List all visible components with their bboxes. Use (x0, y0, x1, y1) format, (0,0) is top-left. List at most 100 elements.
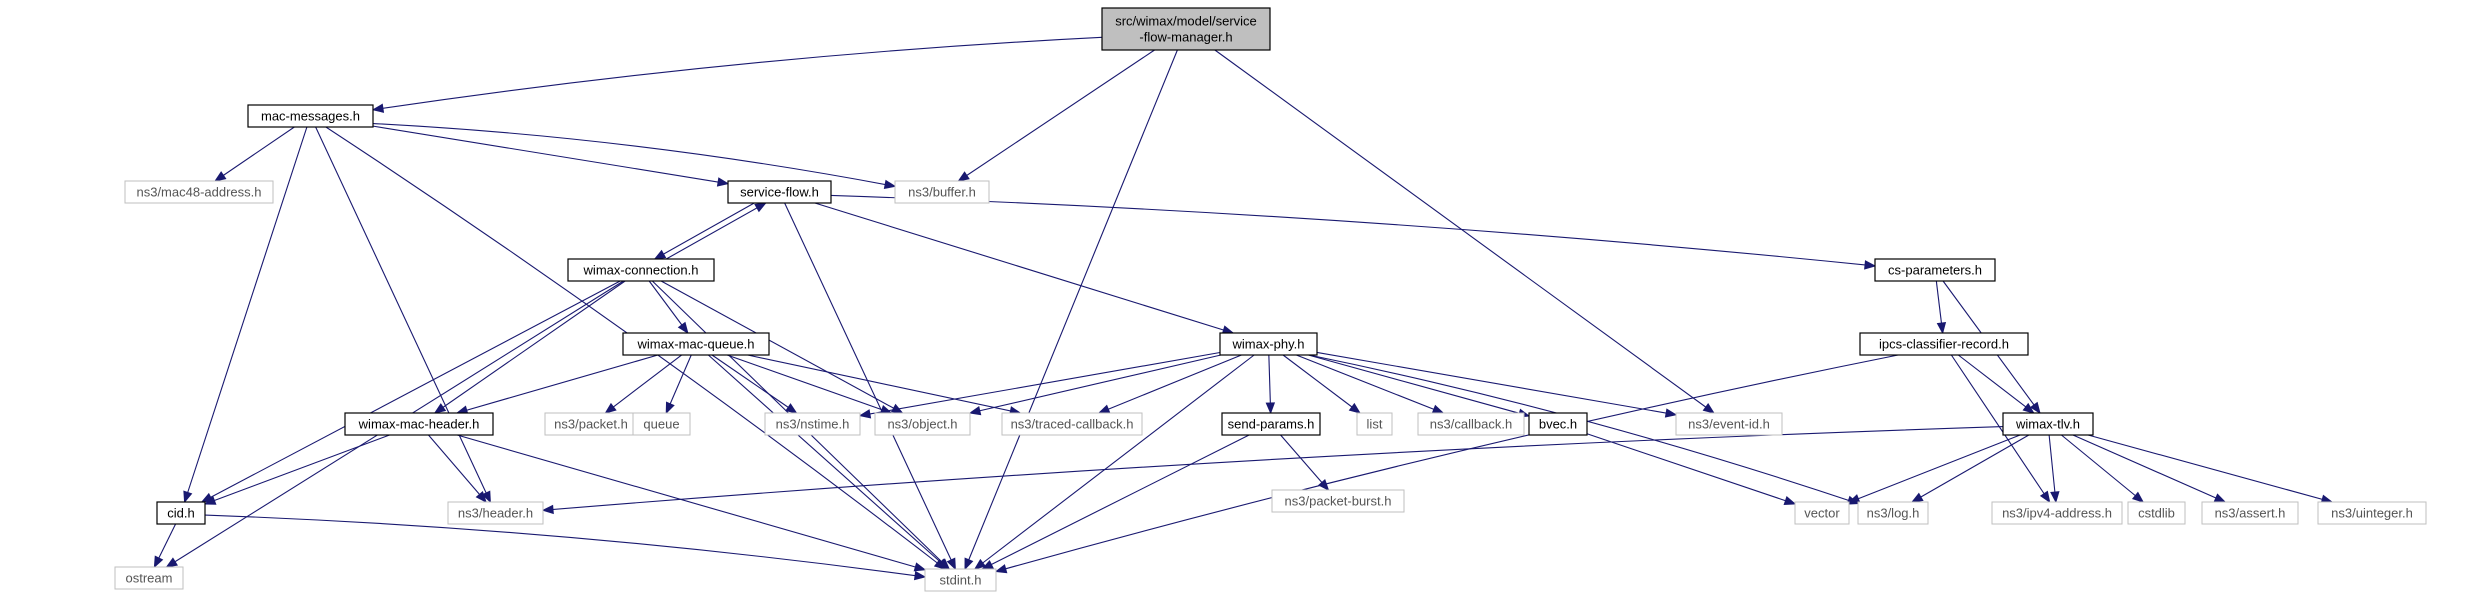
edge-wimax-tlv-to-uinteger (2087, 434, 2334, 504)
node-wimax-mac-queue[interactable]: wimax-mac-queue.h (622, 332, 770, 356)
edge-line (1296, 354, 1444, 414)
edge-arrowhead (665, 401, 675, 415)
edge-arrowhead (541, 504, 554, 515)
node-ipcs[interactable]: ipcs-classifier-record.h (1859, 332, 2029, 356)
node-cs-parameters[interactable]: cs-parameters.h (1874, 258, 1996, 282)
edge-arrowhead (677, 321, 689, 335)
edge-arrowhead (203, 495, 217, 505)
edge-wimax-phy-to-object (968, 354, 1222, 416)
edge-line (372, 125, 729, 185)
node-label: send-params.h (1228, 417, 1315, 432)
edge-service-flow-to-wimax-connection (653, 202, 755, 260)
edge-wimax-phy-to-send-params (1265, 354, 1276, 415)
node-mac-messages[interactable]: mac-messages.h (247, 104, 374, 128)
node-box (1991, 501, 2123, 525)
node-box (2201, 501, 2299, 525)
node-label: ostream (126, 571, 173, 586)
edge-wimax-mac-queue-to-traced-callback (747, 354, 1022, 416)
edge-ipcs-to-stdint (994, 354, 1899, 574)
node-box (114, 566, 184, 590)
edge-wimax-tlv-to-header (541, 426, 2004, 515)
node-label: vector (1804, 506, 1840, 521)
node-label: wimax-connection.h (583, 263, 699, 278)
edge-root-to-buffer (957, 49, 1155, 182)
edge-line (1316, 351, 1677, 416)
node-label: ns3/buffer.h (908, 185, 976, 200)
node-box (1221, 412, 1321, 436)
edge-line (711, 354, 797, 414)
node-label: stdint.h (940, 573, 982, 588)
edge-line (1280, 434, 1329, 491)
edge-line (995, 354, 1899, 573)
edge-line (969, 354, 1222, 414)
node-box (156, 501, 206, 525)
edge-service-flow-to-wimax-phy (814, 202, 1235, 335)
edge-line (434, 280, 626, 414)
edge-bvec-to-vector (1586, 433, 1797, 506)
node-box (874, 412, 971, 436)
edge-arrowhead (475, 490, 487, 504)
edge-wimax-phy-to-bvec (1308, 354, 1531, 418)
edge-send-params-to-stdint (981, 434, 1250, 570)
edge-line (830, 194, 1876, 267)
edge-arrowhead (1864, 260, 1877, 270)
node-mac48: ns3/mac48-address.h (124, 180, 274, 204)
edge-mac-messages-to-mac48 (214, 126, 295, 182)
node-wimax-mac-header[interactable]: wimax-mac-header.h (344, 412, 494, 436)
edge-arrowhead (2039, 490, 2051, 504)
edge-arrowhead (973, 558, 987, 570)
edge-arrowhead (1847, 494, 1861, 503)
node-wimax-tlv[interactable]: wimax-tlv.h (2002, 412, 2094, 436)
edge-arrowhead (913, 562, 927, 572)
node-label: cstdlib (2138, 506, 2175, 521)
edge-mac-messages-to-header (315, 126, 491, 504)
node-root[interactable]: src/wimax/model/service-flow-manager.h (1101, 7, 1271, 51)
node-cid[interactable]: cid.h (156, 501, 206, 525)
edge-arrowhead (785, 403, 798, 414)
nodes-layer: src/wimax/model/service-flow-manager.h ma… (114, 7, 2427, 592)
edge-arrowhead (604, 402, 617, 414)
edge-root-to-event-id (1214, 49, 1715, 414)
edge-arrowhead (2022, 402, 2035, 414)
edge-wimax-mac-queue-to-packet (604, 354, 682, 414)
edge-wimax-tlv-to-log (1910, 434, 2030, 503)
edge-line (660, 280, 903, 414)
node-box (632, 412, 691, 436)
edge-wimax-connection-to-wimax-mac-queue (648, 280, 689, 335)
node-send-params[interactable]: send-params.h (1221, 412, 1321, 436)
edge-line (315, 126, 491, 503)
edge-arrowhead (1783, 496, 1797, 506)
edge-ipcs-to-ipv4 (1950, 354, 2051, 504)
node-box (1219, 332, 1318, 356)
edge-line (784, 202, 956, 570)
edge-wimax-connection-to-cid (200, 280, 621, 503)
node-box (344, 412, 494, 436)
node-box (2002, 412, 2094, 436)
node-label: service-flow.h (740, 185, 819, 200)
node-box (622, 332, 770, 356)
edge-wimax-connection-to-wimax-mac-header (433, 280, 626, 414)
edge-wimax-phy-to-stdint (973, 354, 1255, 570)
edge-wimax-tlv-to-vector (1847, 434, 2021, 503)
edge-wimax-mac-queue-to-object (726, 354, 893, 414)
node-label: ns3/ipv4-address.h (2002, 506, 2112, 521)
edge-service-flow-to-cs-parameters (830, 194, 1877, 270)
node-label: ns3/traced-callback.h (1011, 417, 1134, 432)
node-service-flow[interactable]: service-flow.h (727, 180, 832, 204)
node-wimax-phy[interactable]: wimax-phy.h (1219, 332, 1318, 356)
node-wimax-connection[interactable]: wimax-connection.h (567, 258, 715, 282)
edge-wimax-mac-header-to-stdint (457, 434, 927, 572)
edge-line (372, 36, 1103, 111)
edge-line (214, 126, 295, 182)
node-nstime: ns3/nstime.h (764, 412, 861, 436)
edge-wimax-phy-to-event-id (1316, 351, 1678, 418)
node-packet: ns3/packet.h (544, 412, 638, 436)
node-label: list (1367, 417, 1383, 432)
edge-line (654, 202, 755, 260)
edge-root-to-mac-messages (371, 36, 1103, 113)
edge-wimax-mac-header-to-cid (203, 434, 390, 505)
edge-arrowhead (754, 202, 767, 213)
edge-line (2087, 434, 2333, 503)
edge-arrowhead (2131, 491, 2145, 503)
node-bvec[interactable]: bvec.h (1528, 412, 1588, 436)
